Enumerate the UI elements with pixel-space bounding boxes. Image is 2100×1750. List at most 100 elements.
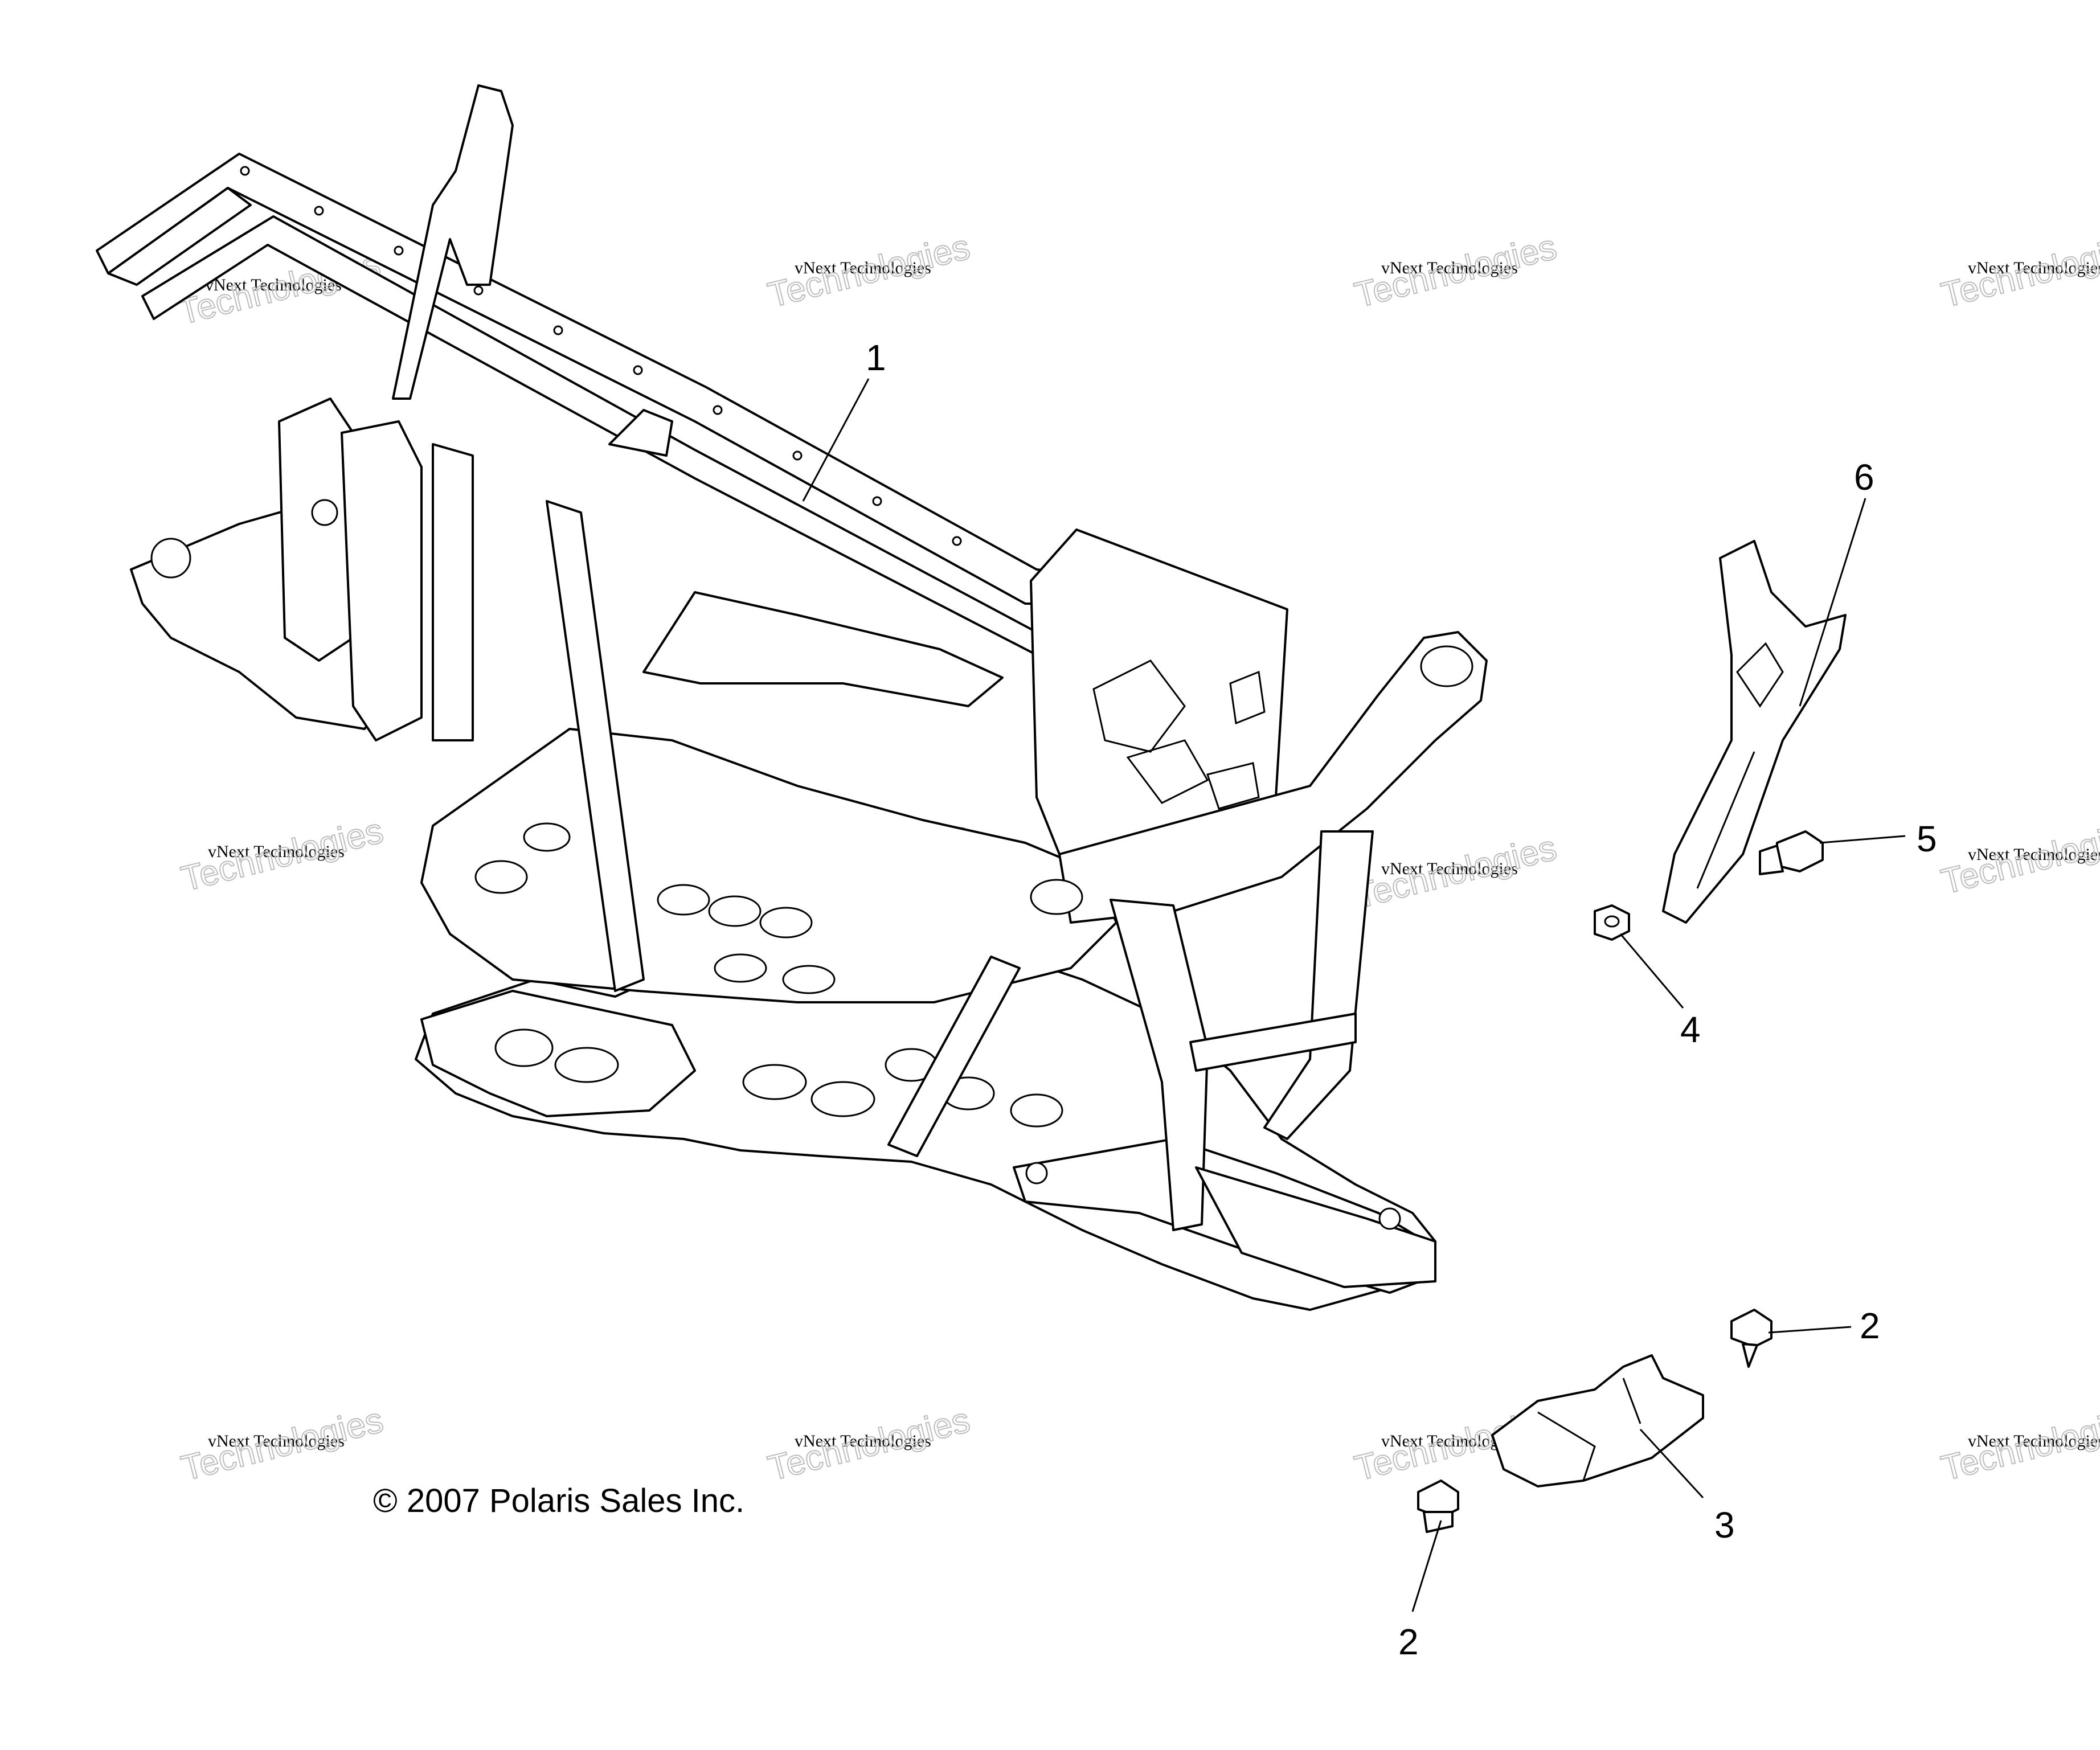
watermark-text: Technologies	[178, 1400, 387, 1489]
frame-hole	[240, 166, 250, 176]
frame-hole	[742, 1064, 807, 1100]
watermark-text: vNext Technologies	[205, 276, 342, 294]
part-2-shape	[1730, 1309, 1772, 1348]
watermark-text: Technologies	[1938, 227, 2100, 315]
part-2-shank	[1742, 1343, 1758, 1368]
part-6-detail	[1736, 642, 1784, 708]
frame-hole	[782, 965, 836, 994]
frame-hole	[657, 884, 710, 916]
frame-pivot-boss	[1030, 879, 1083, 915]
frame-hole	[473, 285, 484, 296]
frame-rear-upright	[392, 84, 514, 400]
callout-4: 4	[1680, 1009, 1701, 1050]
frame-hole	[713, 405, 723, 415]
leader-line-2b	[1411, 1520, 1442, 1612]
frame-hole	[523, 822, 571, 852]
frame-front-bottom	[1195, 1166, 1436, 1288]
callout-5: 5	[1917, 818, 1937, 859]
frame-center-strut	[546, 500, 645, 992]
frame-center-strut	[432, 443, 474, 741]
part-6-brace	[1662, 540, 1847, 924]
callout-2-upper: 2	[1860, 1305, 1880, 1346]
watermark-text: vNext Technologies	[1381, 859, 1518, 878]
watermark-text: vNext Technologies	[208, 1432, 345, 1450]
part-6-shape	[1662, 540, 1847, 924]
part-3-bracket	[1491, 1354, 1704, 1487]
gusset-cutout	[1126, 739, 1209, 804]
watermark-text: vNext Technologies	[1968, 1432, 2100, 1450]
gusset-cutout	[1206, 762, 1260, 810]
part-2-bolt-lower	[1417, 1479, 1459, 1533]
part-4-nut	[1594, 904, 1630, 941]
callout-6: 6	[1854, 457, 1874, 498]
frame-hole	[872, 496, 882, 506]
frame-hole	[474, 860, 528, 894]
part-2-shank	[1423, 1511, 1454, 1533]
part-2-shape	[1417, 1479, 1459, 1519]
frame-hole	[952, 536, 962, 546]
frame-front-upright	[1110, 899, 1209, 1231]
leader-line-4	[1619, 933, 1684, 1009]
watermark-text: vNext Technologies	[1968, 259, 2100, 277]
part-5-shank	[1759, 845, 1784, 875]
frame-hole	[633, 365, 643, 375]
frame-hole	[708, 895, 762, 927]
watermark-text: Technologies	[1938, 1400, 2100, 1489]
frame-pivot-boss	[1420, 645, 1473, 687]
leader-line-2a	[1768, 1326, 1852, 1334]
frame-front-brace	[1189, 1013, 1357, 1072]
watermark-text: vNext Technologies	[1968, 845, 2100, 864]
watermark-text: vNext Technologies	[795, 259, 931, 277]
watermark-text: Technologies	[764, 1400, 974, 1489]
callout-1: 1	[866, 337, 886, 378]
watermark-text: vNext Technologies	[1381, 259, 1518, 277]
watermark: vNext Technologies Technologies	[177, 810, 388, 900]
frame-hole	[792, 450, 803, 461]
callout-3: 3	[1714, 1505, 1735, 1546]
leader-lines	[802, 378, 1906, 1612]
frame-hole	[1025, 1162, 1048, 1185]
part-3-detail	[1537, 1411, 1596, 1481]
callout-2-lower: 2	[1398, 1621, 1419, 1662]
frame-hole	[810, 1081, 875, 1117]
frame-hole	[311, 499, 338, 526]
frame-hole	[554, 1047, 619, 1083]
copyright-notice: © 2007 Polaris Sales Inc.	[373, 1482, 744, 1519]
part-3-detail	[1622, 1378, 1641, 1424]
leader-line-1	[802, 378, 870, 502]
frame-rear-bracket	[341, 420, 423, 741]
leader-line-5	[1819, 835, 1906, 844]
frame-hole	[1378, 1207, 1401, 1230]
frame-front-upright	[1263, 830, 1374, 1140]
gusset-cutout	[1092, 659, 1186, 753]
frame-hole	[714, 953, 767, 983]
watermark-text: Technologies	[764, 227, 974, 315]
watermark: vNext Technologies Technologies	[1350, 227, 1561, 316]
watermark-text: vNext Technologies	[208, 842, 345, 861]
frame-diagonal-brace	[887, 956, 1021, 1157]
watermark: vNext Technologies Technologies	[177, 1400, 388, 1489]
watermark-text: vNext Technologies	[795, 1432, 931, 1450]
part-4-hole	[1604, 915, 1620, 928]
watermark: vNext Technologies Technologies	[1937, 227, 2100, 316]
leader-line-3	[1639, 1428, 1704, 1499]
part-6-detail	[1696, 751, 1755, 889]
frame-hole	[394, 245, 404, 256]
watermark-text: Technologies	[178, 811, 387, 899]
frame-top-rail-inner	[107, 187, 252, 286]
watermark-text: Technologies	[1351, 227, 1561, 315]
frame-hole	[150, 538, 191, 579]
part-5-shape	[1776, 830, 1824, 872]
rail-holes	[240, 166, 962, 546]
callouts: 1 2 2 3 4 5 6	[866, 337, 1937, 1662]
part-5-bolt	[1759, 830, 1824, 875]
frame-hole	[1010, 1093, 1063, 1128]
frame-hole	[553, 325, 563, 335]
frame-hole	[759, 907, 813, 938]
gusset-cutout	[1229, 670, 1266, 725]
part-2-bolt-upper	[1730, 1309, 1772, 1368]
main-frame	[96, 84, 1488, 1311]
watermark: vNext Technologies Technologies	[1350, 827, 1561, 917]
leader-line-6	[1799, 498, 1866, 707]
